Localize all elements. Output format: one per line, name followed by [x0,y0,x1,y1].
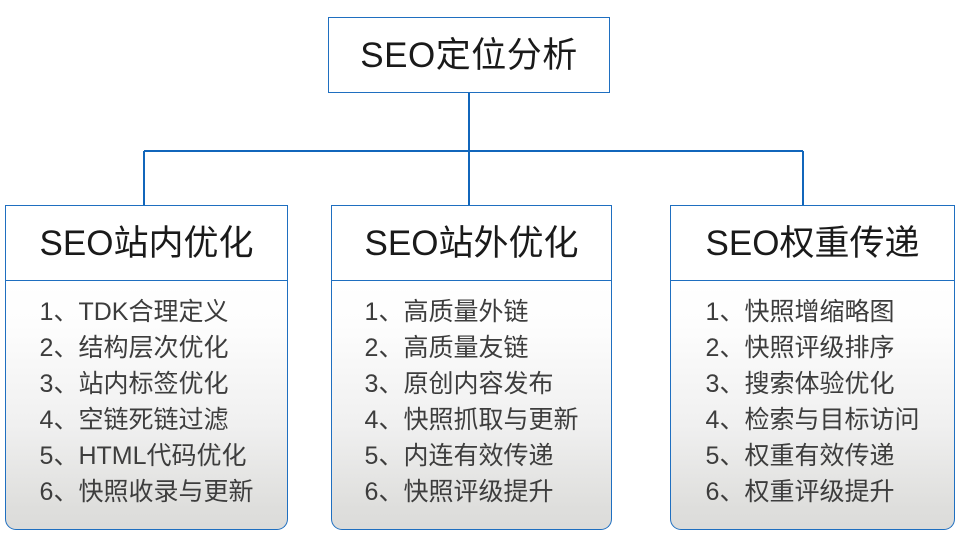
list-item: 2、结构层次优化 [39,334,229,362]
branch-header-label-3: SEO权重传递 [705,223,920,263]
branch-column-2: SEO站外优化 1、高质量外链 2、高质量友链 3、原创内容发布 4、快照抓取与… [331,205,612,530]
branch-body-2: 1、高质量外链 2、高质量友链 3、原创内容发布 4、快照抓取与更新 5、内连有… [331,281,612,530]
root-node-label: SEO定位分析 [360,35,578,75]
branch-header-1[interactable]: SEO站内优化 [5,205,288,281]
list-item: 5、权重有效传递 [705,442,895,470]
list-item: 6、快照收录与更新 [39,478,254,506]
branch-body-1: 1、TDK合理定义 2、结构层次优化 3、站内标签优化 4、空链死链过滤 5、H… [5,281,288,530]
branch-column-1: SEO站内优化 1、TDK合理定义 2、结构层次优化 3、站内标签优化 4、空链… [5,205,288,530]
list-item: 1、高质量外链 [364,298,529,326]
list-item: 5、内连有效传递 [364,442,554,470]
list-item: 4、检索与目标访问 [705,406,920,434]
branch-header-3[interactable]: SEO权重传递 [670,205,955,281]
list-item: 1、TDK合理定义 [39,298,229,326]
branch-header-label-1: SEO站内优化 [39,223,254,263]
branch-body-3: 1、快照增缩略图 2、快照评级排序 3、搜索体验优化 4、检索与目标访问 5、权… [670,281,955,530]
list-item: 3、站内标签优化 [39,370,229,398]
list-item: 3、搜索体验优化 [705,370,895,398]
list-item: 5、HTML代码优化 [39,442,247,470]
branch-item-list-2: 1、高质量外链 2、高质量友链 3、原创内容发布 4、快照抓取与更新 5、内连有… [365,294,579,510]
list-item: 2、快照评级排序 [705,334,895,362]
branch-column-3: SEO权重传递 1、快照增缩略图 2、快照评级排序 3、搜索体验优化 4、检索与… [670,205,955,530]
branch-item-list-1: 1、TDK合理定义 2、结构层次优化 3、站内标签优化 4、空链死链过滤 5、H… [40,294,254,510]
root-node[interactable]: SEO定位分析 [328,17,610,93]
list-item: 2、高质量友链 [364,334,529,362]
list-item: 4、空链死链过滤 [39,406,229,434]
branch-header-label-2: SEO站外优化 [364,223,579,263]
list-item: 6、快照评级提升 [364,478,554,506]
list-item: 3、原创内容发布 [364,370,554,398]
list-item: 6、权重评级提升 [705,478,895,506]
list-item: 4、快照抓取与更新 [364,406,579,434]
branch-item-list-3: 1、快照增缩略图 2、快照评级排序 3、搜索体验优化 4、检索与目标访问 5、权… [706,294,920,510]
branch-header-2[interactable]: SEO站外优化 [331,205,612,281]
list-item: 1、快照增缩略图 [705,298,895,326]
